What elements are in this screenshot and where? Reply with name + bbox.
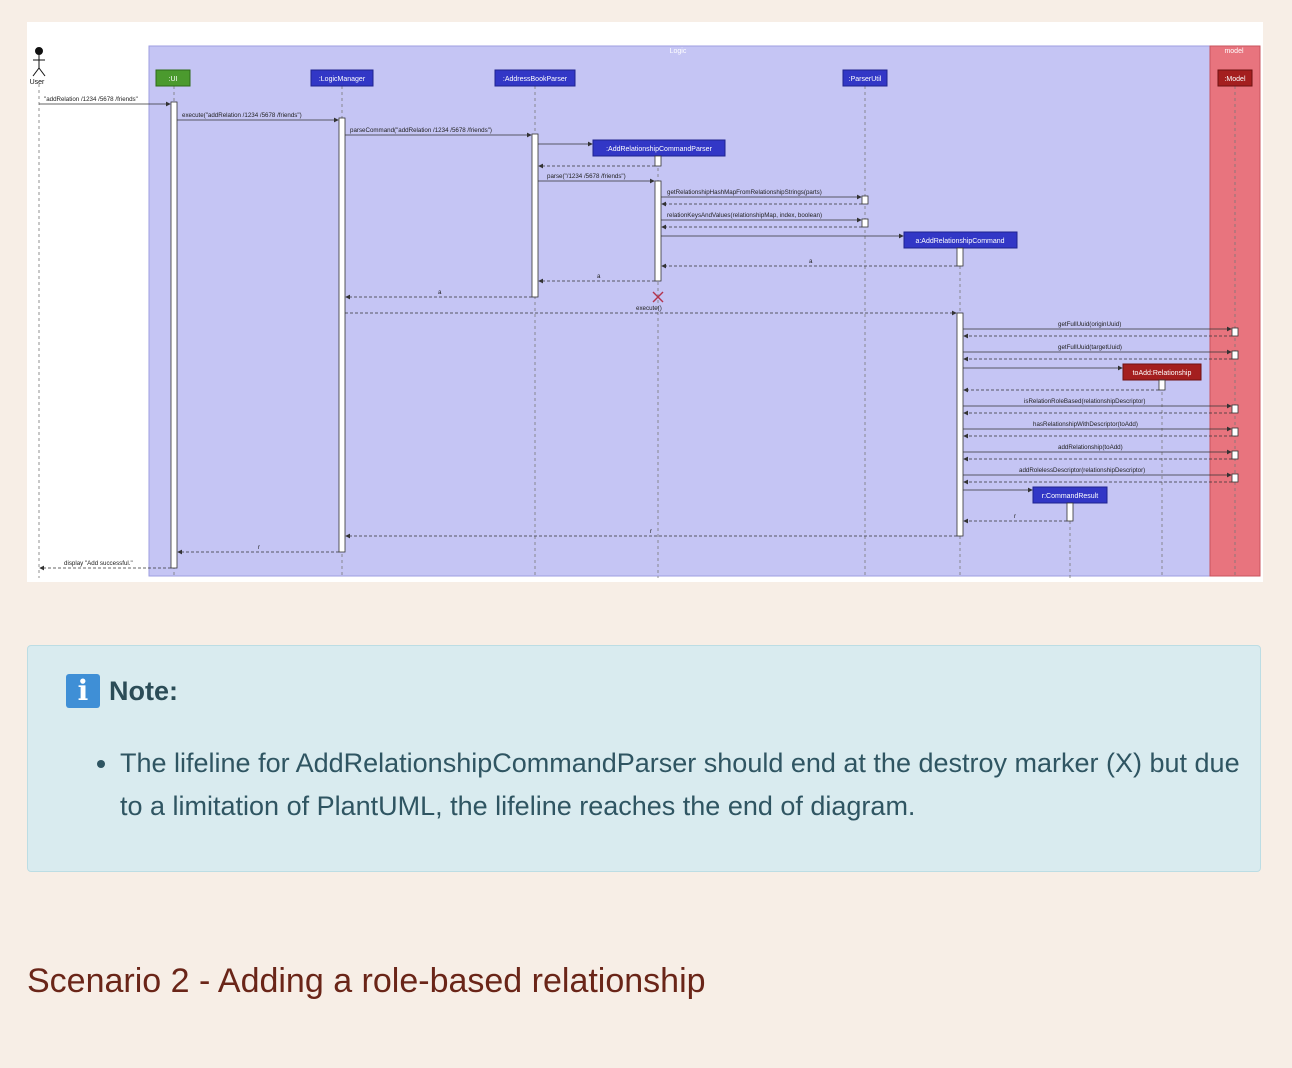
message-label: getFullUuid(targetUuid) (1058, 344, 1122, 351)
model-participant (1217, 69, 1253, 87)
message-label: getRelationshipHashMapFromRelationshipSt… (667, 189, 822, 196)
parser-util-label: :ParserUtil (849, 76, 882, 83)
relationship-label: toAdd:Relationship (1133, 370, 1192, 377)
user-actor (32, 47, 46, 77)
info-icon: i (66, 674, 100, 708)
sequence-diagram: Logic model User :UI :LogicManager :Addr… (27, 22, 1263, 582)
address-book-parser-label: :AddressBookParser (503, 76, 568, 83)
message-label: a (809, 258, 813, 265)
add-relationship-command-label: a:AddRelationshipCommand (915, 238, 1004, 245)
message-label: "addRelation /1234 /5678 /friends" (44, 96, 138, 103)
message-label: a (597, 273, 601, 280)
message-label: r (650, 528, 652, 535)
message-label: parseCommand("addRelation /1234 /5678 /f… (350, 127, 492, 134)
message-label: r (258, 544, 260, 551)
note-header: i Note: (66, 674, 178, 708)
logic-manager-participant (310, 69, 374, 87)
destroy-marker (652, 291, 664, 303)
command-parser-label: :AddRelationshipCommandParser (606, 146, 712, 153)
command-result-label: r:CommandResult (1042, 493, 1098, 500)
message-label: addRelationship(toAdd) (1058, 444, 1123, 451)
message-label: display "Add successful." (64, 560, 133, 567)
message-label: r (1014, 513, 1016, 520)
model-group-label: model (1224, 48, 1244, 55)
message-label: addRolelessDescriptor(relationshipDescri… (1019, 467, 1145, 474)
note-list: The lifeline for AddRelationshipCommandP… (88, 742, 1260, 828)
message-label: execute("addRelation /1234 /5678 /friend… (182, 112, 302, 119)
logic-group-label: Logic (670, 48, 687, 55)
user-actor-label: User (30, 79, 45, 86)
logic-manager-label: :LogicManager (319, 76, 366, 83)
parser-util-participant (842, 69, 888, 87)
message-label: relationKeysAndValues(relationshipMap, i… (667, 212, 822, 219)
ui-participant (155, 69, 191, 87)
message-label: execute() (636, 305, 662, 312)
address-book-parser-participant (494, 69, 576, 87)
ui-participant-label: :UI (169, 76, 178, 83)
message-label: isRelationRoleBased(relationshipDescript… (1024, 398, 1145, 405)
message-label: a (438, 289, 442, 296)
message-label: parse("/1234 /5678 /friends") (547, 173, 626, 180)
model-participant-label: :Model (1224, 76, 1245, 83)
message-label: hasRelationshipWithDescriptor(toAdd) (1033, 421, 1138, 428)
note-item: The lifeline for AddRelationshipCommandP… (120, 742, 1260, 828)
message-label: getFullUuid(originUuid) (1058, 321, 1121, 328)
note-title: Note: (109, 675, 178, 706)
message-arrows (39, 101, 1232, 571)
note-callout: i Note: The lifeline for AddRelationship… (27, 645, 1261, 872)
section-heading: Scenario 2 - Adding a role-based relatio… (27, 962, 706, 1000)
activation-bars (170, 101, 1239, 569)
